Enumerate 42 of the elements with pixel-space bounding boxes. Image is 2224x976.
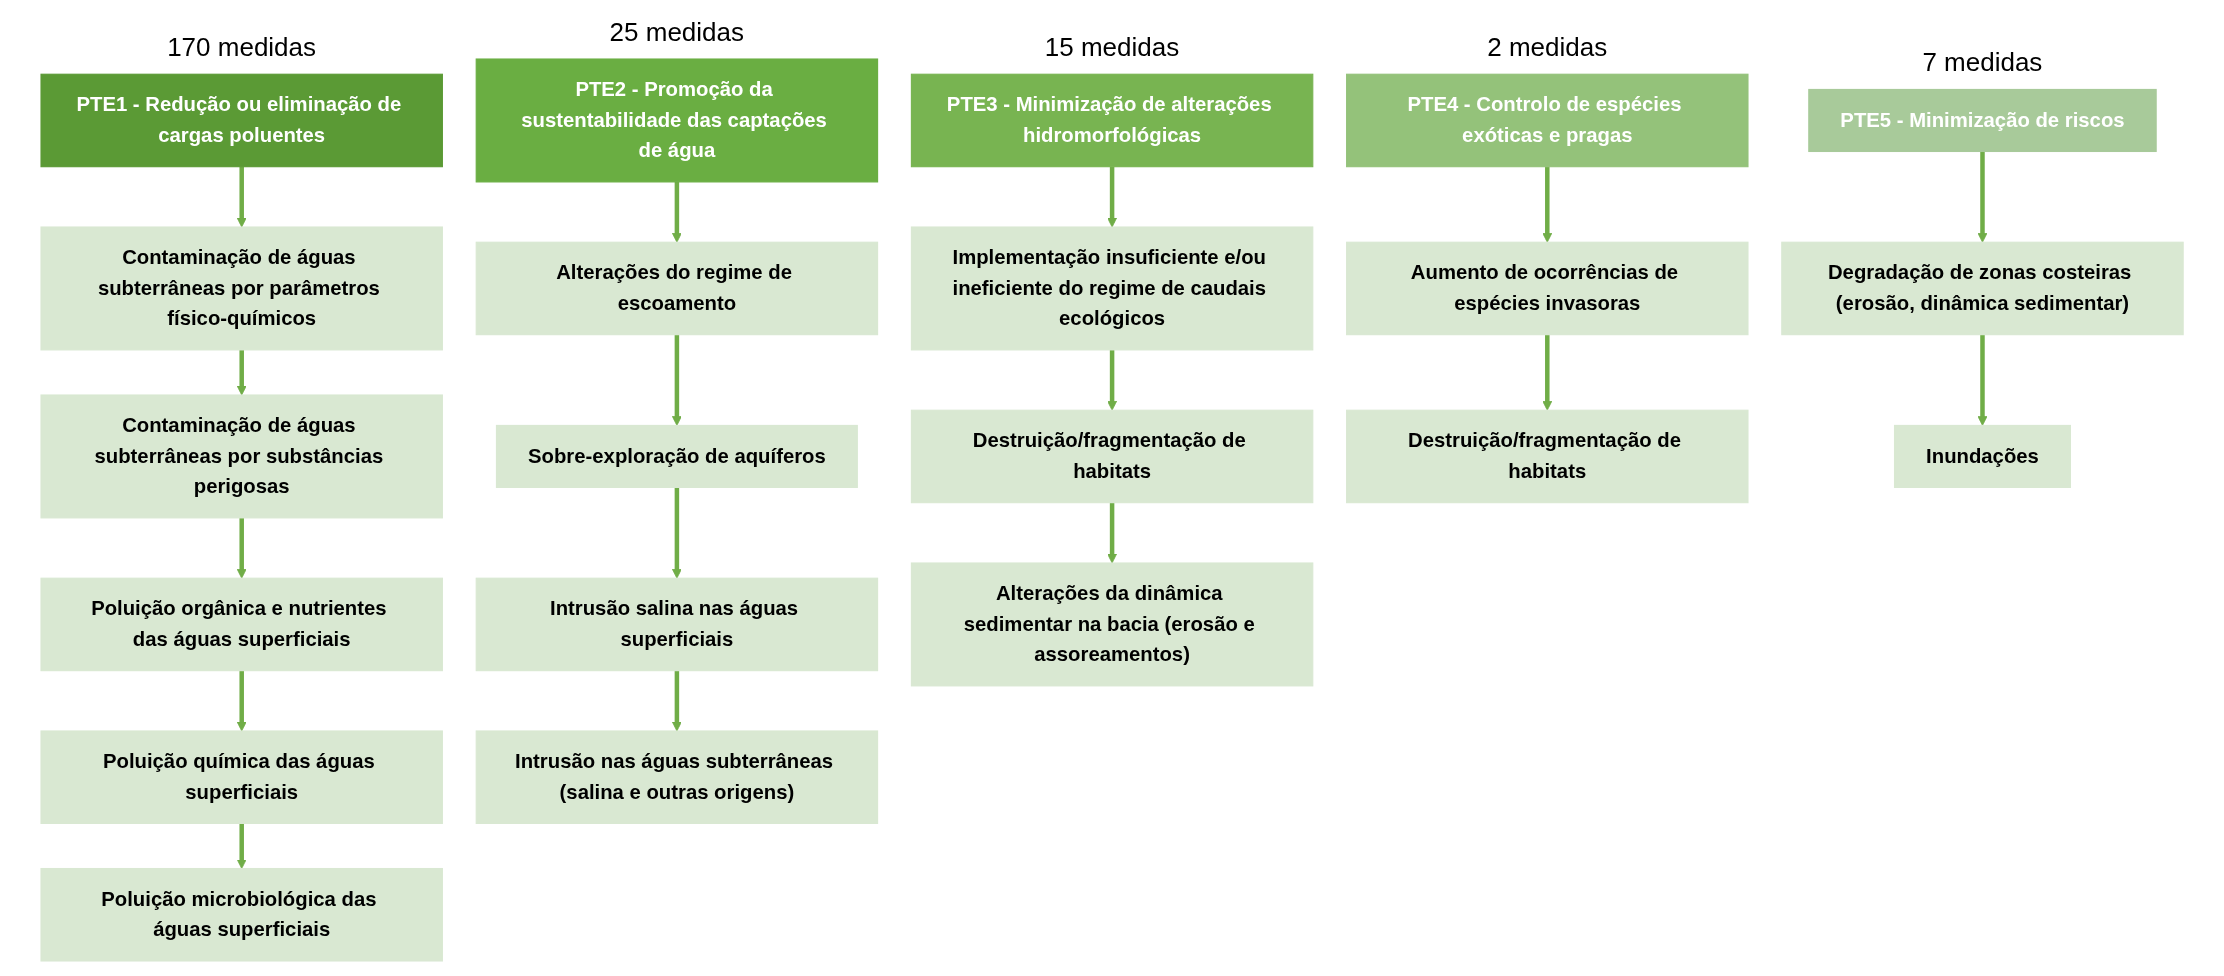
node-box: Intrusão nas águas subterrâneas (salina e outras origens) xyxy=(475,730,879,824)
node-box: Contaminação de águas subterrâneas por substâncias perigosas xyxy=(40,394,443,519)
node-box: PTE5 - Minimização de riscos xyxy=(1808,88,2157,153)
arrow xyxy=(671,334,682,426)
measure-count: 25 medidas xyxy=(609,17,744,48)
node-box: Intrusão salina nas águas superficiais xyxy=(475,577,879,672)
arrow xyxy=(236,670,247,732)
measure-count: 2 medidas xyxy=(1487,32,1608,64)
arrow xyxy=(1107,502,1117,564)
node-box: Alterações da dinâmica sedimentar na bacia (erosão e assoreamentos) xyxy=(910,562,1314,687)
node-box: Aumento de ocorrências de espécies invasoras xyxy=(1345,241,1749,336)
arrow xyxy=(1542,334,1553,411)
arrow xyxy=(1107,349,1117,411)
arrow xyxy=(671,670,682,732)
node-box: Alterações do regime de escoamento xyxy=(475,241,879,336)
arrow xyxy=(671,487,682,579)
measure-count: 170 medidas xyxy=(167,32,317,64)
arrow xyxy=(671,181,682,243)
arrow xyxy=(236,349,247,396)
node-box: Sobre-exploração de aquíferos xyxy=(495,424,858,488)
node-box: Implementação insuficiente e/ou ineficiente do regime de caudais ecológicos xyxy=(910,226,1314,351)
measure-count: 7 medidas xyxy=(1922,47,2043,79)
arrow xyxy=(1542,166,1553,243)
arrow xyxy=(1107,166,1117,228)
arrow xyxy=(236,166,247,228)
node-box: Inundações xyxy=(1893,424,2071,488)
node-box: PTE4 - Controlo de espécies exóticas e pragas xyxy=(1345,73,1749,168)
node-box: Destruição/fragmentação de habitats xyxy=(1345,409,1749,504)
arrow xyxy=(1977,334,1988,426)
node-box: Poluição química das águas superficiais xyxy=(40,730,443,824)
node-box: Contaminação de águas subterrâneas por parâmetros físico-químicos xyxy=(40,226,443,351)
node-box: Destruição/fragmentação de habitats xyxy=(910,409,1314,504)
arrow xyxy=(236,517,247,579)
node-box: Degradação de zonas costeiras (erosão, dinâmica sedimentar) xyxy=(1781,241,2184,336)
measure-count: 15 medidas xyxy=(1044,32,1180,64)
node-box: Poluição microbiológica das águas superficiais xyxy=(40,867,443,962)
node-box: PTE2 - Promoção da sustentabilidade das captações de água xyxy=(475,58,879,183)
arrow xyxy=(1977,151,1988,243)
node-box: Poluição orgânica e nutrientes das águas superficiais xyxy=(40,577,443,672)
node-box: PTE1 - Redução ou eliminação de cargas poluentes xyxy=(40,73,443,168)
arrow xyxy=(236,823,247,869)
node-box: PTE3 - Minimização de alterações hidromorfológicas xyxy=(910,73,1314,168)
